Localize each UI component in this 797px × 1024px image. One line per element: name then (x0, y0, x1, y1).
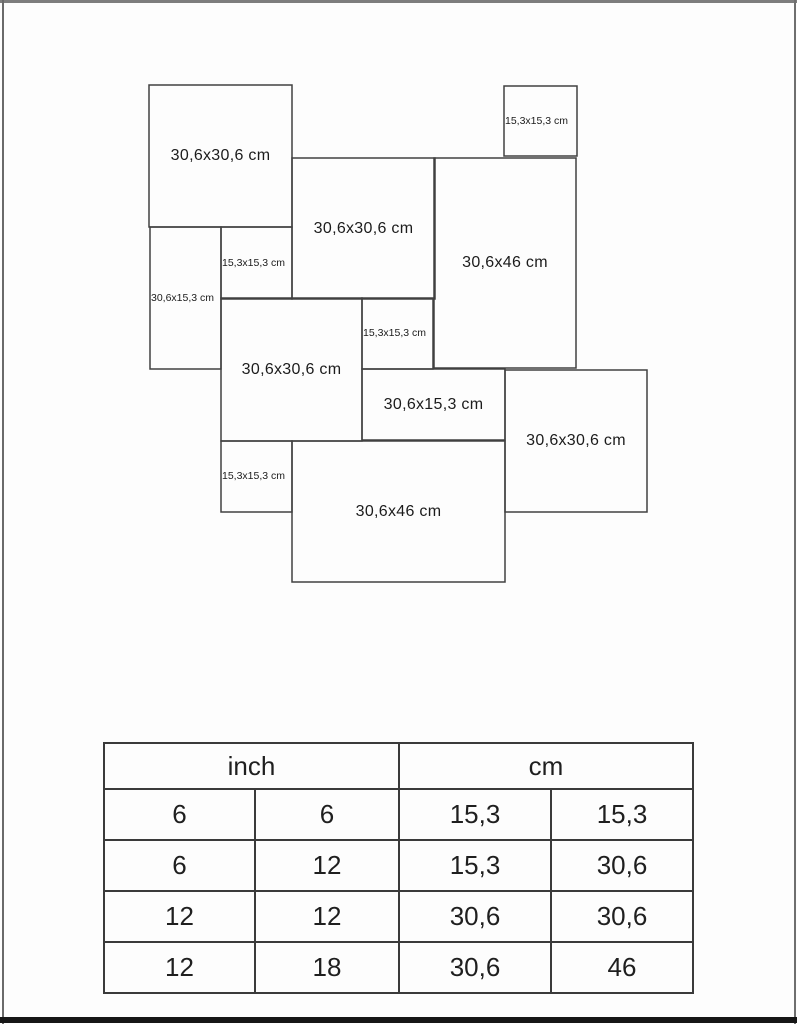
table-cell: 30,6 (550, 890, 694, 943)
table-cell: 12 (103, 941, 256, 994)
table-cell: 30,6 (398, 941, 552, 994)
tile-dimension-label: 30,6x30,6 cm (313, 219, 414, 237)
tile-dimension-label: 15,3x15,3 cm (222, 256, 286, 269)
table-cell: 6 (103, 788, 256, 841)
tile-layout-diagram: 30,6x30,6 cm 15,3x15,3 cm 30,6x30,6 cm 30,6… (148, 84, 648, 583)
table-header-cm: cm (398, 742, 694, 790)
tile-outline (433, 157, 577, 369)
page-border-bottom (0, 1017, 797, 1023)
table-cell: 30,6 (398, 890, 552, 943)
tile-outline (503, 85, 578, 157)
table-cell: 46 (550, 941, 694, 994)
table-cell: 30,6 (550, 839, 694, 892)
page-border-right (793, 0, 796, 1024)
table-header-inch: inch (103, 742, 400, 790)
table-cell: 18 (254, 941, 400, 994)
diagram-lines (148, 84, 648, 583)
table-cell: 6 (103, 839, 256, 892)
tile-dimension-label: 30,6x30,6 cm (526, 432, 626, 449)
tile-dimension-label: 15,3x15,3 cm (222, 470, 286, 483)
tile-dimension-label: 30,6x30,6 cm (170, 147, 271, 164)
tile-outline (220, 226, 293, 300)
tile-dimension-label: 30,6x46 cm (462, 254, 548, 271)
tile-dimension-label: 30,6x30,6 cm (241, 360, 342, 378)
tile-dimension-label: 15,3x15,3 cm (363, 327, 427, 340)
table-cell: 12 (254, 890, 400, 943)
page-border-top (0, 0, 797, 3)
page-border-left (2, 0, 4, 1024)
table-cell: 12 (103, 890, 256, 943)
table-cell: 15,3 (398, 788, 552, 841)
tile-outline (291, 440, 506, 583)
table-cell: 15,3 (550, 788, 694, 841)
table-cell: 15,3 (398, 839, 552, 892)
table-cell: 12 (254, 839, 400, 892)
tile-dimension-label: 30,6x15,3 cm (151, 291, 215, 304)
tile-dimension-label: 30,6x46 cm (355, 502, 442, 520)
table-cell: 6 (254, 788, 400, 841)
tile-dimension-label: 30,6x15,3 cm (383, 395, 484, 413)
tile-dimension-label: 15,3x15,3 cm (505, 114, 569, 127)
